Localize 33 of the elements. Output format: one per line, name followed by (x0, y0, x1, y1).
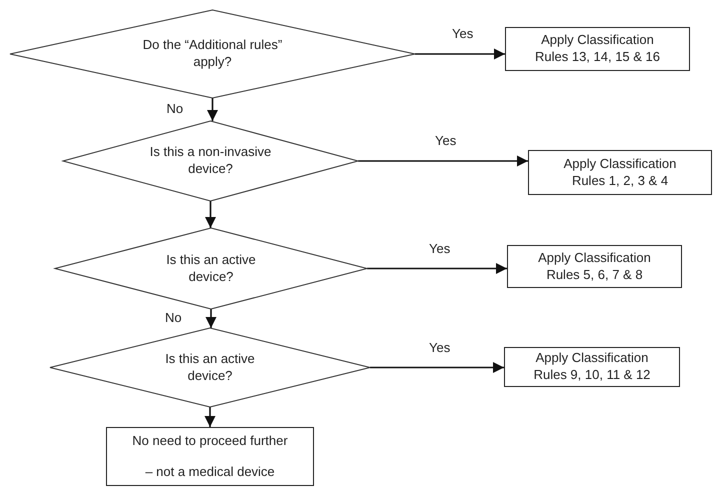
box-text: Apply Classification (564, 156, 676, 172)
box-text: Apply Classification (536, 350, 648, 367)
process-box (504, 347, 680, 387)
decision-diamond (10, 10, 415, 98)
box-text: Rules 1, 2, 3 & 4 (572, 172, 668, 190)
box-text: Apply Classification (541, 32, 654, 49)
decision-diamond (55, 228, 367, 309)
process-box (528, 150, 712, 195)
decision-diamond (63, 121, 358, 201)
arrow (367, 262, 507, 274)
box-text: Rules 5, 6, 7 & 8 (546, 266, 643, 284)
box-text: Rules 9, 10, 11 & 12 (534, 367, 650, 384)
process-box (106, 427, 314, 486)
arrow (205, 309, 217, 328)
process-box (505, 27, 690, 71)
arrow (358, 155, 528, 167)
box-text: Rules 13, 14, 15 & 16 (534, 49, 660, 66)
edge-label: Yes (433, 133, 458, 148)
box-text: No need to proceed further (132, 432, 288, 450)
arrow (415, 48, 505, 60)
question-text: Do the “Additional rules” apply? (142, 37, 284, 71)
arrow (370, 362, 504, 374)
question-text: Is this a non-invasive device? (148, 144, 272, 178)
edge-label: Yes (450, 26, 476, 41)
box-text: Apply Classification (538, 250, 651, 266)
process-box (507, 245, 682, 288)
box-text: – not a medical device (145, 464, 275, 480)
arrow (204, 407, 216, 427)
decision-diamond (50, 328, 370, 407)
arrow (204, 201, 216, 228)
question-text: Is this an active device? (165, 252, 257, 286)
arrow (206, 98, 218, 121)
question-text: Is this an active device? (164, 350, 256, 384)
